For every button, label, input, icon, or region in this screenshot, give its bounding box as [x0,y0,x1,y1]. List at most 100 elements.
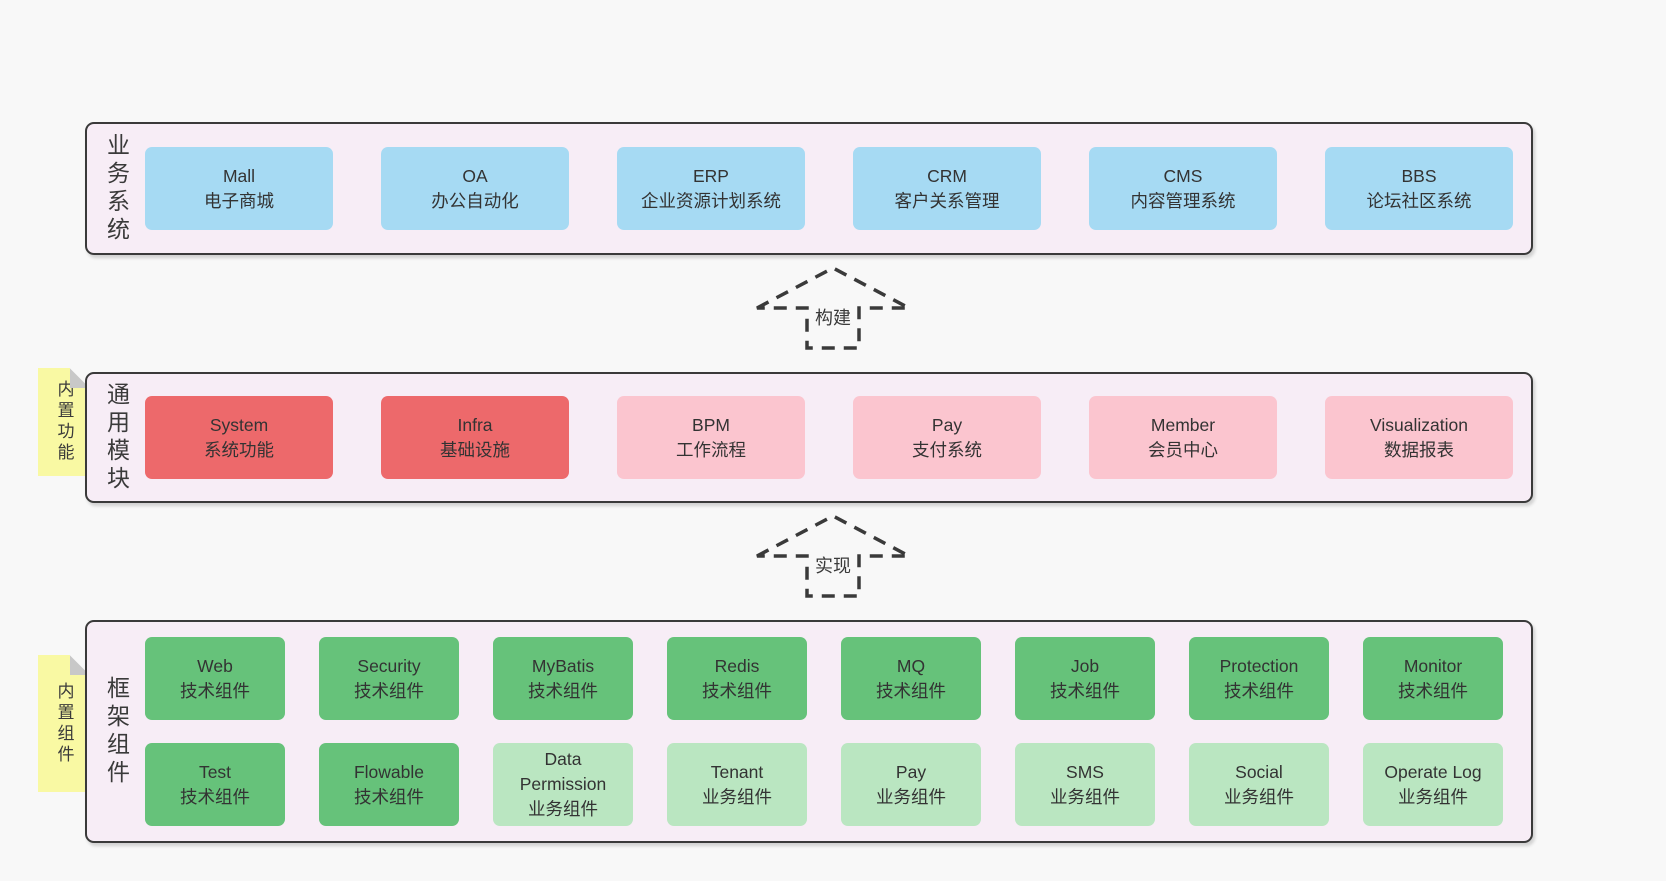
box-erp: ERP 企业资源计划系统 [617,147,805,230]
band-content: Mall 电子商城 OA 办公自动化 ERP 企业资源计划系统 CRM 客户关系… [145,124,1531,253]
box-title: Redis [714,655,760,676]
band-framework-components: 框架组件 Web 技术组件 Security 技术组件 MyBatis 技术组件… [85,620,1533,843]
box-subtitle: 电子商城 [204,190,274,211]
box-subtitle: 业务组件 [528,799,598,819]
box-job: Job 技术组件 [1015,637,1155,720]
box-title: Pay [895,761,927,782]
box-sms: SMS 业务组件 [1015,743,1155,826]
box-subtitle: 企业资源计划系统 [641,190,781,211]
box-title: Infra [457,414,493,435]
box-title: MQ [896,655,926,676]
box-mall: Mall 电子商城 [145,147,333,230]
box-subtitle: 技术组件 [1050,680,1120,701]
band-content: Web 技术组件 Security 技术组件 MyBatis 技术组件 Redi… [145,622,1531,841]
box-title: Security [357,655,421,676]
sticky-note-built-in-features: 内置功能 [38,368,90,476]
box-title: BPM [692,414,730,435]
box-tenant: Tenant 业务组件 [667,743,807,826]
sticky-note-built-in-components: 内置组件 [38,655,90,792]
box-subtitle: 技术组件 [180,786,250,807]
box-visualization: Visualization 数据报表 [1325,396,1513,479]
box-title: CMS [1163,165,1203,186]
arrow-label: 构建 [812,303,854,331]
box-title: BBS [1401,165,1437,186]
box-subtitle: 技术组件 [876,680,946,701]
box-subtitle: 办公自动化 [431,190,519,211]
box-title: Mall [222,165,256,186]
band-label-col: 框架组件 [87,622,145,841]
box-oa: OA 办公自动化 [381,147,569,230]
box-title: CRM [927,165,967,186]
box-subtitle: 会员中心 [1148,439,1218,460]
band-content: System 系统功能 Infra 基础设施 BPM 工作流程 Pay 支付系统… [145,374,1531,501]
band-business-systems: 业务系统 Mall 电子商城 OA 办公自动化 ERP 企业资源计划系统 CRM… [85,122,1533,255]
band-title: 通用模块 [103,381,130,494]
box-subtitle: 客户关系管理 [894,190,1000,211]
box-subtitle: 业务组件 [1398,786,1468,807]
box-subtitle: 业务组件 [1050,786,1120,807]
box-title: ERP [693,165,729,186]
box-title: Tenant [710,761,764,782]
box-web: Web 技术组件 [145,637,285,720]
band-title: 框架组件 [103,675,130,788]
box-redis: Redis 技术组件 [667,637,807,720]
box-subtitle: 技术组件 [1224,680,1294,701]
box-row: Mall 电子商城 OA 办公自动化 ERP 企业资源计划系统 CRM 客户关系… [145,147,1513,230]
box-subtitle: 技术组件 [354,680,424,701]
box-title: Social [1235,761,1283,782]
box-protection: Protection 技术组件 [1189,637,1329,720]
box-title: Protection [1219,655,1299,676]
box-row: Test 技术组件 Flowable 技术组件 Data Permission … [145,743,1503,826]
box-subtitle: 技术组件 [354,786,424,807]
box-test: Test 技术组件 [145,743,285,826]
box-pay-biz: Pay 业务组件 [841,743,981,826]
box-title: Web [197,655,233,676]
box-subtitle: 业务组件 [876,786,946,807]
band-label-col: 通用模块 [87,374,145,501]
sticky-label: 内置组件 [54,681,74,766]
box-title: MyBatis [531,655,595,676]
box-subtitle: 工作流程 [676,439,746,460]
box-title: Visualization [1370,414,1468,435]
sticky-label: 内置功能 [54,380,74,464]
box-subtitle: 基础设施 [440,439,510,460]
up-arrow-icon [756,266,910,350]
box-subtitle: 技术组件 [702,680,772,701]
box-social: Social 业务组件 [1189,743,1329,826]
box-operate-log: Operate Log 业务组件 [1363,743,1503,826]
box-title: Flowable [353,761,425,782]
box-security: Security 技术组件 [319,637,459,720]
band-title: 业务系统 [103,132,130,245]
box-system: System 系统功能 [145,396,333,479]
box-cms: CMS 内容管理系统 [1089,147,1277,230]
box-title: Operate Log [1384,761,1482,782]
box-subtitle: 技术组件 [1398,680,1468,701]
arrow-label: 实现 [812,551,854,579]
box-subtitle: 业务组件 [1224,786,1294,807]
box-infra: Infra 基础设施 [381,396,569,479]
box-title: Data Permission [519,749,607,794]
box-subtitle: 内容管理系统 [1130,190,1236,211]
box-bbs: BBS 论坛社区系统 [1325,147,1513,230]
box-title: Monitor [1403,655,1463,676]
up-arrow-build: 构建 [751,262,915,352]
box-title: Job [1070,655,1100,676]
box-title: Test [198,761,232,782]
box-bpm: BPM 工作流程 [617,396,805,479]
box-monitor: Monitor 技术组件 [1363,637,1503,720]
box-member: Member 会员中心 [1089,396,1277,479]
up-arrow-icon [756,514,910,598]
band-label-col: 业务系统 [87,124,145,253]
box-subtitle: 系统功能 [204,439,274,460]
box-data-permission: Data Permission 业务组件 [493,743,633,826]
box-subtitle: 论坛社区系统 [1366,190,1472,211]
box-crm: CRM 客户关系管理 [853,147,1041,230]
box-title: SMS [1066,761,1104,782]
box-subtitle: 业务组件 [702,786,772,807]
box-subtitle: 支付系统 [912,439,982,460]
box-mq: MQ 技术组件 [841,637,981,720]
box-title: Pay [931,414,963,435]
box-pay: Pay 支付系统 [853,396,1041,479]
box-title: Member [1150,414,1216,435]
box-mybatis: MyBatis 技术组件 [493,637,633,720]
